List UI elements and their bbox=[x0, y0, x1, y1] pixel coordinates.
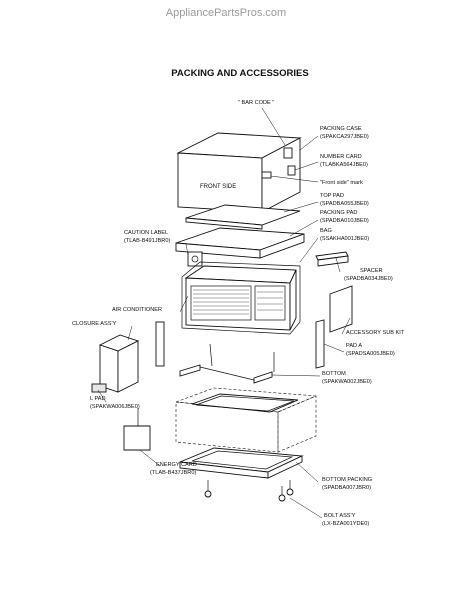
top-pad-label: TOP PAD bbox=[320, 193, 344, 199]
number-card-label: NUMBER CARD bbox=[320, 154, 362, 160]
caution-label-code: (TLAB-B491JBR0) bbox=[124, 238, 170, 244]
front-side-mark-label: "Front side" mark bbox=[320, 180, 363, 186]
accessory-sub-kit-label: ACCESSORY SUB KIT bbox=[346, 330, 405, 336]
number-card-code: (TLABKA564JBE0) bbox=[320, 162, 368, 168]
bottom-part bbox=[179, 343, 275, 384]
spacer-label: SPACER bbox=[360, 268, 383, 274]
bottom-label: BOTTOM bbox=[322, 371, 346, 377]
bottom-code: (SPAKWA002JBE0) bbox=[322, 379, 372, 385]
packing-case-label: PACKING CASE bbox=[320, 126, 362, 132]
bottom-packing-code: (SPADBA007JBR0) bbox=[322, 485, 371, 491]
bolt-assy-label: BOLT ASS'Y bbox=[324, 513, 356, 519]
bottom-packing-label: BOTTOM PACKING bbox=[322, 477, 372, 483]
l-pad-label: L PAD bbox=[90, 396, 106, 402]
bolt-assy-part bbox=[204, 480, 294, 502]
spacer-part bbox=[315, 251, 349, 267]
accessory-sub-kit-part bbox=[329, 285, 353, 333]
spacer-code: (SPADBA034JBE0) bbox=[344, 276, 393, 282]
packing-case-part bbox=[176, 132, 302, 213]
packing-case-code: (SPAKCA297JBE0) bbox=[320, 134, 369, 140]
energy-card-part bbox=[123, 408, 151, 451]
packing-pad-label: PACKING PAD bbox=[320, 210, 357, 216]
bag-label: BAG bbox=[320, 228, 332, 234]
packing-pad-part bbox=[175, 227, 305, 259]
caution-label-label: CAUTION LABEL bbox=[124, 230, 168, 236]
side-pad-left bbox=[155, 321, 165, 367]
bar-code-label: " BAR CODE " bbox=[238, 100, 274, 106]
pad-a-part bbox=[315, 319, 325, 369]
closure-assy-label: CLOSURE ASS'Y bbox=[72, 321, 117, 327]
caution-label-part bbox=[187, 251, 203, 267]
top-pad-code: (SPADBA055JBE0) bbox=[320, 201, 369, 207]
front-side-text: FRONT SIDE bbox=[200, 184, 236, 190]
bolt-assy-code: (LX-BZA001YDE0) bbox=[322, 521, 369, 527]
closure-assy-part bbox=[91, 334, 140, 393]
bag-code: (SSAKHA001JBE0) bbox=[320, 236, 369, 242]
energy-card-code: (TLAB-B437JBR0) bbox=[150, 470, 196, 476]
bottom-packing-part bbox=[179, 447, 304, 479]
watermark: AppliancePartsPros.com bbox=[166, 7, 286, 19]
bottom-tray-part bbox=[175, 387, 317, 453]
leader-lines bbox=[97, 107, 351, 519]
l-pad-code: (SPAKWA006JBE0) bbox=[90, 404, 140, 410]
air-conditioner-label: AIR CONDITIONER bbox=[112, 307, 162, 313]
energy-card-label: ENERGY CARD bbox=[156, 462, 197, 468]
pad-a-label: PAD A bbox=[346, 343, 362, 349]
air-conditioner-part bbox=[181, 261, 301, 335]
packing-pad-code: (SPADBA010JBE0) bbox=[320, 218, 369, 224]
pad-a-code: (SPADSA005JBE0) bbox=[346, 351, 395, 357]
diagram-title: PACKING AND ACCESSORIES bbox=[171, 68, 308, 79]
